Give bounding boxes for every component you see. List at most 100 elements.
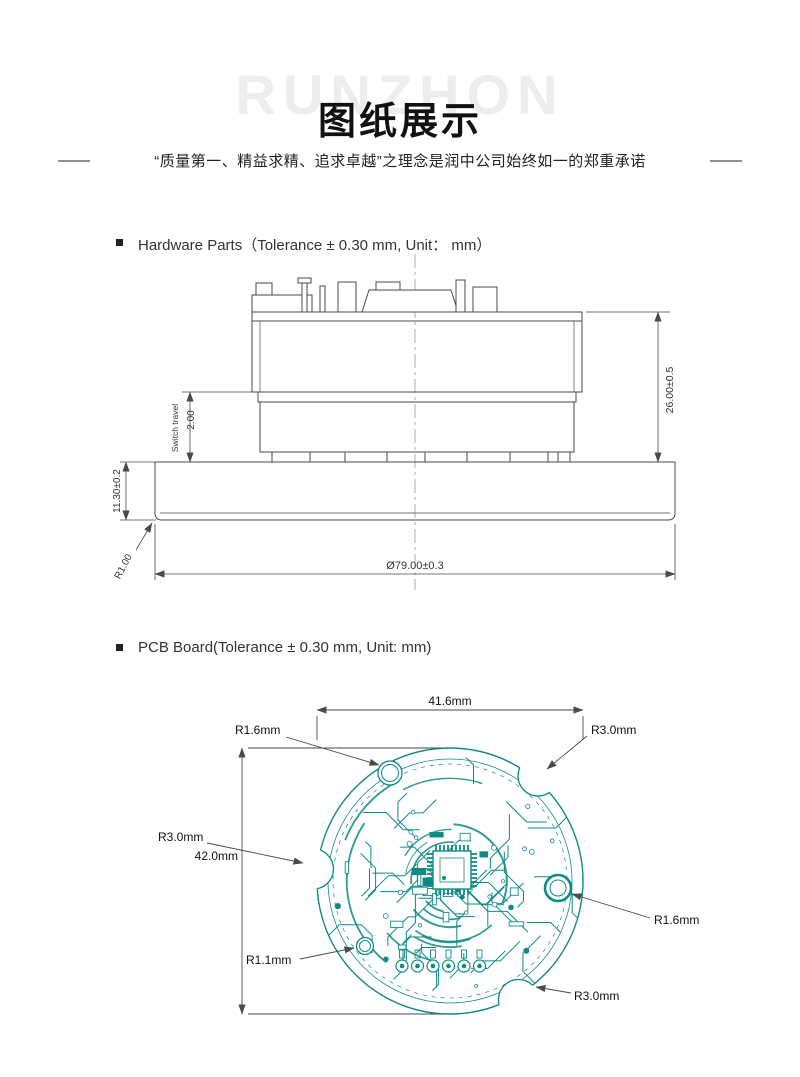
- pcb-dim-height: 42.0mm: [195, 849, 238, 863]
- leader-notch-left: [206, 842, 304, 865]
- pcb-via: [501, 879, 506, 884]
- pcb-drawing: 41.6mm R1.6mm R3.0mm R3.0mm 42.0mm R1.1m…: [158, 694, 699, 1020]
- pcb-via: [406, 840, 413, 847]
- pcb-via: [487, 894, 492, 899]
- pcb-via: [410, 809, 416, 815]
- pcb-trace: [387, 898, 435, 947]
- pcb-via: [525, 803, 531, 809]
- pcb-ic-pin: [471, 877, 477, 879]
- pcb-via: [408, 829, 413, 835]
- pcb-via: [491, 901, 498, 908]
- pcb-via: [523, 947, 530, 954]
- pcb-trace-arc: [425, 900, 444, 913]
- brand-watermark: RUNZHON: [235, 63, 565, 126]
- pcb-pad-stub: [461, 949, 467, 959]
- tagline-text: “质量第一、精益求精、追求卓越”之理念是润中公司始终如一的郑重承诺: [154, 153, 646, 170]
- pcb-component: [508, 921, 525, 927]
- pcb-label-notch-left: R3.0mm: [158, 830, 203, 844]
- pcb-ic-pin1-dot: [442, 876, 446, 880]
- pcb-trace-arc: [422, 907, 461, 921]
- tagline-row: “质量第一、精益求精、追求卓越”之理念是润中公司始终如一的郑重承诺: [58, 150, 742, 171]
- pcb-trace: [491, 892, 512, 922]
- pcb-component: [411, 886, 428, 895]
- pcb-dim-width: 41.6mm: [428, 694, 471, 708]
- pcb-heading-text: PCB Board(Tolerance ± 0.30 mm, Unit: mm): [138, 639, 432, 656]
- leader-hole-right: [571, 893, 651, 919]
- pcb-via: [549, 838, 555, 844]
- pcb-trace: [360, 853, 377, 901]
- pcb-ic-pin: [463, 889, 465, 895]
- pcb-trace: [503, 851, 524, 908]
- hw-dim-travel-label: Switch travel: [170, 404, 180, 452]
- pcb-notch-left: [317, 848, 335, 890]
- pcb-hole-bottom-left: [355, 936, 375, 956]
- tagline-rule-right: [710, 159, 742, 162]
- pcb-dimension-labels: 41.6mm R1.6mm R3.0mm R3.0mm 42.0mm R1.1m…: [158, 694, 699, 1003]
- pcb-via: [508, 904, 514, 911]
- pcb-ic-pin: [443, 845, 445, 851]
- pcb-ic-pin: [467, 845, 469, 851]
- pcb-ic-pin: [467, 889, 469, 895]
- pcb-via: [522, 846, 528, 852]
- pcb-trace-arc: [413, 935, 462, 949]
- leader-notch-bottom: [535, 985, 572, 994]
- pcb-trace: [534, 876, 578, 919]
- pcb-ic-pin: [471, 881, 477, 883]
- pcb-ic-pin: [451, 845, 453, 851]
- pcb-trace-arc: [404, 828, 452, 857]
- pcb-trace: [505, 801, 547, 823]
- pcb-via: [474, 983, 479, 988]
- pcb-trace-arc: [412, 908, 462, 929]
- pcb-via: [459, 894, 465, 900]
- pcb-ic-pin: [427, 877, 433, 879]
- pcb-trace: [365, 841, 372, 869]
- pcb-trace: [361, 868, 370, 897]
- pcb-pad-stub: [430, 949, 436, 959]
- pcb-trace: [487, 886, 505, 927]
- pcb-label-notch-top-right: R3.0mm: [591, 723, 636, 737]
- hardware-drawing: 26.00±0.5 2.00 Switch travel 11.30±0.2 R…: [112, 254, 676, 590]
- hw-dimension-labels: 26.00±0.5 2.00 Switch travel 11.30±0.2 R…: [112, 367, 676, 582]
- pcb-label-notch-bottom: R3.0mm: [574, 989, 619, 1003]
- pcb-ic-pin: [439, 889, 441, 895]
- pcb-trace-arc: [415, 924, 493, 943]
- leader-hole-bottom-left: [299, 946, 355, 960]
- pcb-trace-arc: [405, 841, 428, 874]
- pcb-component: [459, 832, 471, 842]
- pcb-trace: [367, 864, 417, 897]
- pcb-via: [417, 923, 423, 928]
- pcb-ic-pin: [427, 853, 433, 855]
- pcb-component: [429, 832, 444, 838]
- pcb-ic-pin: [455, 845, 457, 851]
- pcb-test-pad-center: [446, 963, 451, 969]
- pcb-component: [479, 851, 489, 858]
- pcb-ic-pin: [471, 853, 477, 855]
- pcb-ic-pin: [471, 885, 477, 887]
- pcb-ic-pin: [427, 885, 433, 887]
- pcb-via: [382, 913, 389, 919]
- pcb-section-heading: PCB Board(Tolerance ± 0.30 mm, Unit: mm): [116, 639, 431, 656]
- pcb-ic-pin: [447, 889, 449, 895]
- pcb-ic-pin: [471, 873, 477, 875]
- pcb-test-pad-center: [415, 963, 420, 969]
- hw-dim-base-height: 11.30±0.2: [112, 469, 123, 513]
- hardware-heading-text: Hardware Parts（Tolerance ± 0.30 mm, Unit…: [138, 237, 492, 254]
- pcb-ic-pin: [427, 873, 433, 875]
- square-bullet-icon: [116, 644, 123, 651]
- pcb-trace-arc: [402, 777, 483, 791]
- pcb-ic-pin: [471, 857, 477, 859]
- pcb-ic-pin: [463, 845, 465, 851]
- page-title: 图纸展示: [317, 101, 482, 143]
- pcb-circuit-art: [324, 757, 583, 1004]
- pcb-trace: [401, 936, 432, 946]
- pcb-test-pad-center: [477, 963, 482, 969]
- pcb-pad-stub: [399, 949, 405, 959]
- pcb-component: [344, 861, 350, 874]
- pcb-ic-pin: [443, 889, 445, 895]
- pcb-main-ic: [432, 850, 472, 890]
- pcb-test-pad-center: [430, 963, 436, 969]
- pcb-ic-pin: [447, 845, 449, 851]
- pcb-via: [383, 956, 389, 962]
- pcb-via: [528, 849, 535, 855]
- pcb-trace: [372, 872, 405, 885]
